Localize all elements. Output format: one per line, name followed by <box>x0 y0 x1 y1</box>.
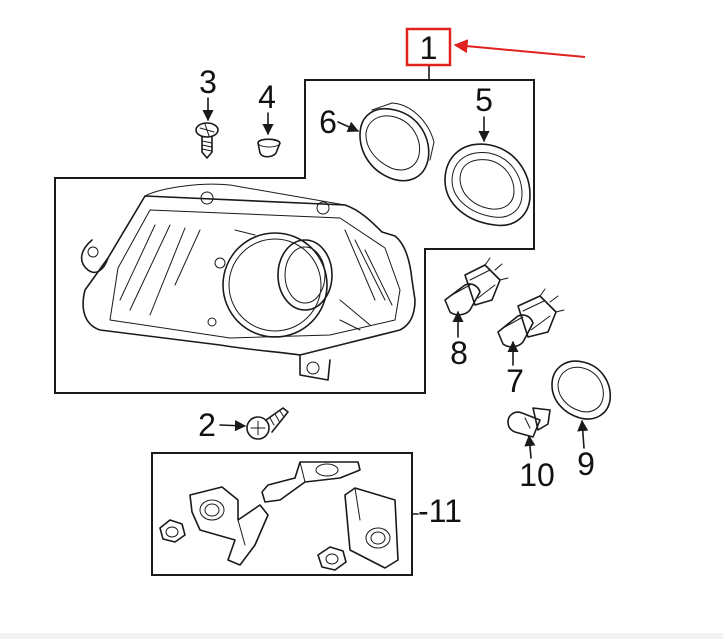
part-2-screw <box>246 407 289 440</box>
part-7-bulb <box>497 288 565 348</box>
callout-1-highlight <box>405 27 452 67</box>
callout-2-arrow <box>219 420 247 432</box>
callout-8-label: 8 <box>450 335 468 371</box>
part-3-screw <box>195 122 219 159</box>
callout-11-label: -11 <box>418 493 462 529</box>
callout-3-label: 3 <box>199 64 217 100</box>
part-9-cap <box>551 360 611 420</box>
callout-2-label: 2 <box>198 407 216 443</box>
part-8-bulb <box>444 257 509 316</box>
part-5-cap <box>444 143 531 227</box>
callout-6-label: 6 <box>319 104 337 140</box>
callout-10-label: 10 <box>519 457 555 493</box>
callout-9-label: 9 <box>577 446 595 482</box>
bracket-top <box>261 461 361 503</box>
callout-5-label: 5 <box>475 82 493 118</box>
headlamp-assembly-box <box>54 79 535 394</box>
bracket-bolt-left <box>159 519 186 543</box>
callout-9-arrow <box>577 419 589 449</box>
bracket-left <box>189 486 269 566</box>
headlamp-housing <box>80 183 416 381</box>
callout-1-label: 1 <box>420 30 438 66</box>
bracket-right <box>344 487 399 569</box>
page-footer-strip <box>0 633 723 639</box>
callout-6-arrow <box>337 121 360 132</box>
bracket-bolt-right <box>317 546 347 571</box>
callout-10-arrow <box>524 434 536 459</box>
callout-7-label: 7 <box>506 363 524 399</box>
callout-4-label: 4 <box>258 79 276 115</box>
part-10-bulb <box>507 407 551 438</box>
part-4-clip <box>257 138 281 158</box>
callout-1-red-arrow <box>453 39 586 58</box>
bracket-kit-box <box>151 452 413 576</box>
part-6-cap <box>359 102 435 182</box>
